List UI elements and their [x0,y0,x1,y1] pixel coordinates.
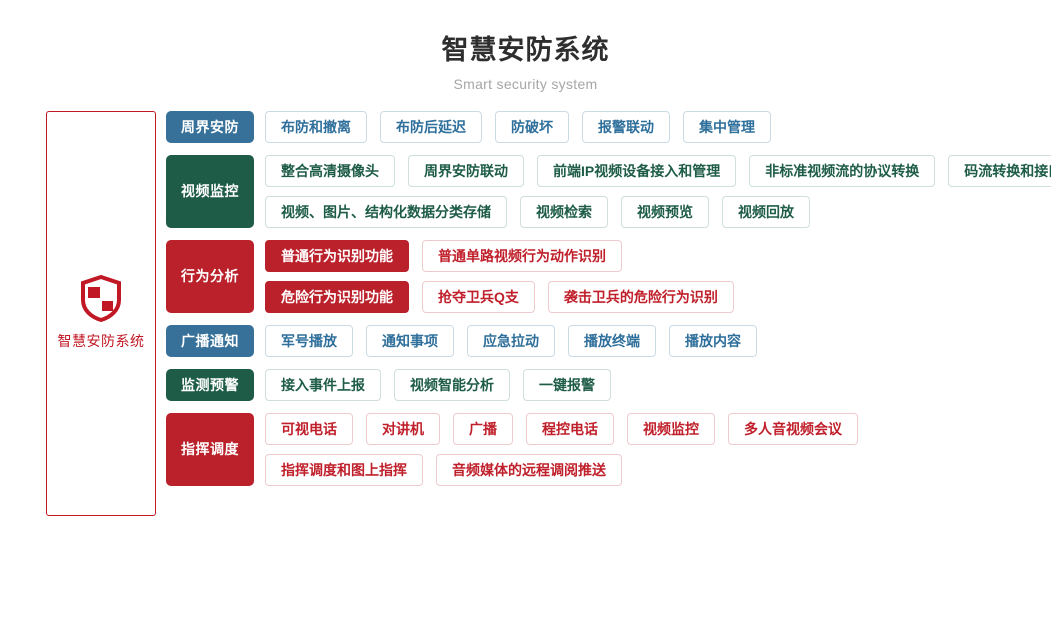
feature-chip[interactable]: 普通单路视频行为动作识别 [422,239,622,272]
feature-chip[interactable]: 可视电话 [265,412,353,445]
item-line: 布防和撤离布防后延迟防破坏报警联动集中管理 [265,110,1051,143]
category-row: 行为分析普通行为识别功能普通单路视频行为动作识别危险行为识别功能抢夺卫兵Q支袭击… [166,239,1051,313]
category-items: 接入事件上报视频智能分析一键报警 [265,368,1051,401]
capability-diagram: 智慧安防系统 周界安防布防和撤离布防后延迟防破坏报警联动集中管理视频监控整合高清… [0,110,1051,516]
feature-chip[interactable]: 视频检索 [520,195,608,228]
feature-chip[interactable]: 播放终端 [568,324,656,357]
shield-icon [79,275,123,323]
feature-chip[interactable]: 危险行为识别功能 [265,280,409,313]
category-items: 军号播放通知事项应急拉动播放终端播放内容 [265,324,1051,357]
page-header: 智慧安防系统 Smart security system [0,0,1051,92]
category-items: 布防和撤离布防后延迟防破坏报警联动集中管理 [265,110,1051,143]
feature-chip[interactable]: 前端IP视频设备接入和管理 [537,154,737,187]
feature-chip[interactable]: 整合高清摄像头 [265,154,395,187]
feature-chip[interactable]: 普通行为识别功能 [265,239,409,272]
feature-chip[interactable]: 集中管理 [683,110,771,143]
item-line: 可视电话对讲机广播程控电话视频监控多人音视频会议 [265,412,1051,445]
category-label-2[interactable]: 视频监控 [166,154,254,228]
category-label-6[interactable]: 指挥调度 [166,412,254,486]
feature-chip[interactable]: 视频预览 [621,195,709,228]
category-items: 可视电话对讲机广播程控电话视频监控多人音视频会议指挥调度和图上指挥音频媒体的远程… [265,412,1051,486]
feature-chip[interactable]: 视频监控 [627,412,715,445]
category-row: 指挥调度可视电话对讲机广播程控电话视频监控多人音视频会议指挥调度和图上指挥音频媒… [166,412,1051,486]
item-line: 视频、图片、结构化数据分类存储视频检索视频预览视频回放 [265,195,1051,228]
category-row: 视频监控整合高清摄像头周界安防联动前端IP视频设备接入和管理非标准视频流的协议转… [166,154,1051,228]
feature-chip[interactable]: 接入事件上报 [265,368,381,401]
page-subtitle: Smart security system [453,75,598,92]
feature-chip[interactable]: 布防后延迟 [380,110,482,143]
feature-chip[interactable]: 视频、图片、结构化数据分类存储 [265,195,507,228]
feature-chip[interactable]: 布防和撤离 [265,110,367,143]
category-label-1[interactable]: 周界安防 [166,110,254,143]
category-row: 广播通知军号播放通知事项应急拉动播放终端播放内容 [166,324,1051,357]
feature-chip[interactable]: 广播 [453,412,513,445]
category-label-4[interactable]: 广播通知 [166,324,254,357]
category-label-5[interactable]: 监测预警 [166,368,254,401]
item-line: 整合高清摄像头周界安防联动前端IP视频设备接入和管理非标准视频流的协议转换码流转… [265,154,1051,187]
category-row: 周界安防布防和撤离布防后延迟防破坏报警联动集中管理 [166,110,1051,143]
category-row: 监测预警接入事件上报视频智能分析一键报警 [166,368,1051,401]
page-title: 智慧安防系统 [441,35,610,65]
feature-chip[interactable]: 指挥调度和图上指挥 [265,453,423,486]
feature-chip[interactable]: 一键报警 [523,368,611,401]
item-line: 普通行为识别功能普通单路视频行为动作识别 [265,239,1051,272]
root-system-label: 智慧安防系统 [57,333,145,350]
feature-chip[interactable]: 周界安防联动 [408,154,524,187]
category-label-3[interactable]: 行为分析 [166,239,254,313]
feature-chip[interactable]: 抢夺卫兵Q支 [422,280,535,313]
feature-chip[interactable]: 视频智能分析 [394,368,510,401]
item-line: 指挥调度和图上指挥音频媒体的远程调阅推送 [265,453,1051,486]
feature-chip[interactable]: 对讲机 [366,412,440,445]
feature-chip[interactable]: 音频媒体的远程调阅推送 [436,453,622,486]
feature-chip[interactable]: 报警联动 [582,110,670,143]
feature-chip[interactable]: 应急拉动 [467,324,555,357]
category-items: 整合高清摄像头周界安防联动前端IP视频设备接入和管理非标准视频流的协议转换码流转… [265,154,1051,228]
feature-chip[interactable]: 非标准视频流的协议转换 [749,154,936,187]
category-rows: 周界安防布防和撤离布防后延迟防破坏报警联动集中管理视频监控整合高清摄像头周界安防… [166,110,1051,486]
item-line: 危险行为识别功能抢夺卫兵Q支袭击卫兵的危险行为识别 [265,280,1051,313]
feature-chip[interactable]: 多人音视频会议 [728,412,858,445]
feature-chip[interactable]: 袭击卫兵的危险行为识别 [547,280,734,313]
feature-chip[interactable]: 播放内容 [669,324,757,357]
feature-chip[interactable]: 程控电话 [526,412,614,445]
item-line: 接入事件上报视频智能分析一键报警 [265,368,1051,401]
feature-chip[interactable]: 码流转换和接口转换 [948,154,1051,187]
root-system-panel[interactable]: 智慧安防系统 [46,110,156,516]
category-items: 普通行为识别功能普通单路视频行为动作识别危险行为识别功能抢夺卫兵Q支袭击卫兵的危… [265,239,1051,313]
feature-chip[interactable]: 通知事项 [366,324,454,357]
feature-chip[interactable]: 视频回放 [722,195,810,228]
feature-chip[interactable]: 防破坏 [495,110,569,143]
feature-chip[interactable]: 军号播放 [265,324,353,357]
item-line: 军号播放通知事项应急拉动播放终端播放内容 [265,324,1051,357]
